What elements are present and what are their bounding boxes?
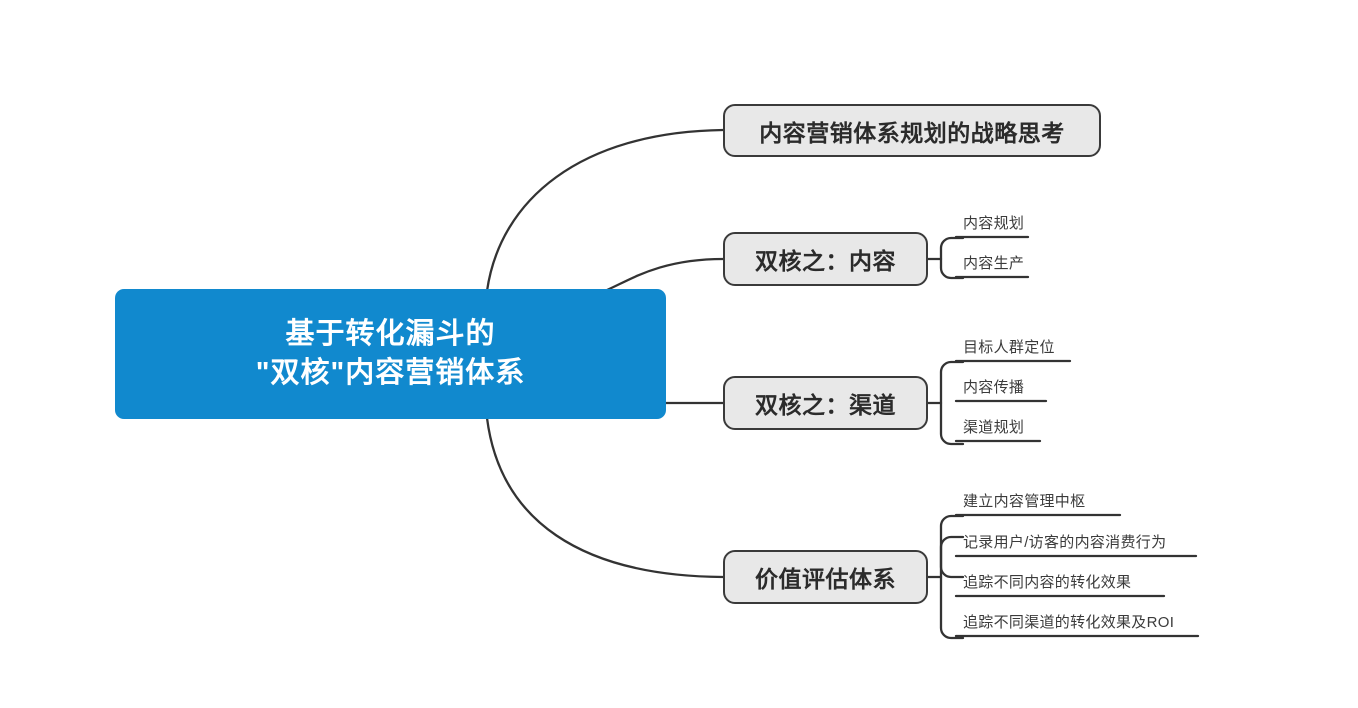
branch-node-1[interactable]: 内容营销体系规划的战略思考 — [723, 104, 1101, 157]
branch-node-2-label: 双核之：内容 — [755, 248, 896, 274]
edge-root-to-branch-2 — [605, 257, 725, 292]
branch-node-1-label: 内容营销体系规划的战略思考 — [759, 119, 1065, 146]
bracket-branch-2 — [939, 236, 965, 280]
bracket-branch-4-lower — [939, 535, 965, 640]
leaf-b3-child-1[interactable]: 目标人群定位 — [963, 339, 1055, 356]
leaf-b4-child-4[interactable]: 追踪不同渠道的转化效果及ROI — [963, 614, 1175, 631]
leaf-b4-child-2[interactable]: 记录用户/访客的内容消费行为 — [963, 534, 1167, 551]
branch-node-3-label: 双核之：渠道 — [755, 392, 896, 418]
leaf-b2-child-1[interactable]: 内容规划 — [963, 215, 1025, 232]
leaf-b4-child-3[interactable]: 追踪不同内容的转化效果 — [963, 574, 1132, 591]
edge-root-to-branch-4 — [485, 416, 725, 579]
branch-node-3[interactable]: 双核之：渠道 — [723, 376, 928, 430]
branch-node-4-label: 价值评估体系 — [755, 566, 896, 592]
bracket-branch-4-upper — [939, 514, 965, 579]
leaf-b3-child-2[interactable]: 内容传播 — [963, 379, 1025, 396]
leaf-b3-child-3[interactable]: 渠道规划 — [963, 419, 1025, 436]
root-label-line-2: "双核"内容营销体系 — [255, 357, 526, 389]
branch-node-2[interactable]: 双核之：内容 — [723, 232, 928, 286]
branch-node-4[interactable]: 价值评估体系 — [723, 550, 928, 604]
leaf-b2-child-2[interactable]: 内容生产 — [963, 255, 1025, 272]
leaf-b4-child-1[interactable]: 建立内容管理中枢 — [963, 493, 1086, 510]
edge-root-to-branch-1 — [485, 128, 725, 293]
root-node[interactable]: 基于转化漏斗的 "双核"内容营销体系 — [115, 289, 666, 419]
bracket-branch-3 — [939, 360, 965, 446]
root-node-text: 基于转化漏斗的 "双核"内容营销体系 — [256, 315, 526, 393]
root-label-line-1: 基于转化漏斗的 — [285, 318, 496, 351]
